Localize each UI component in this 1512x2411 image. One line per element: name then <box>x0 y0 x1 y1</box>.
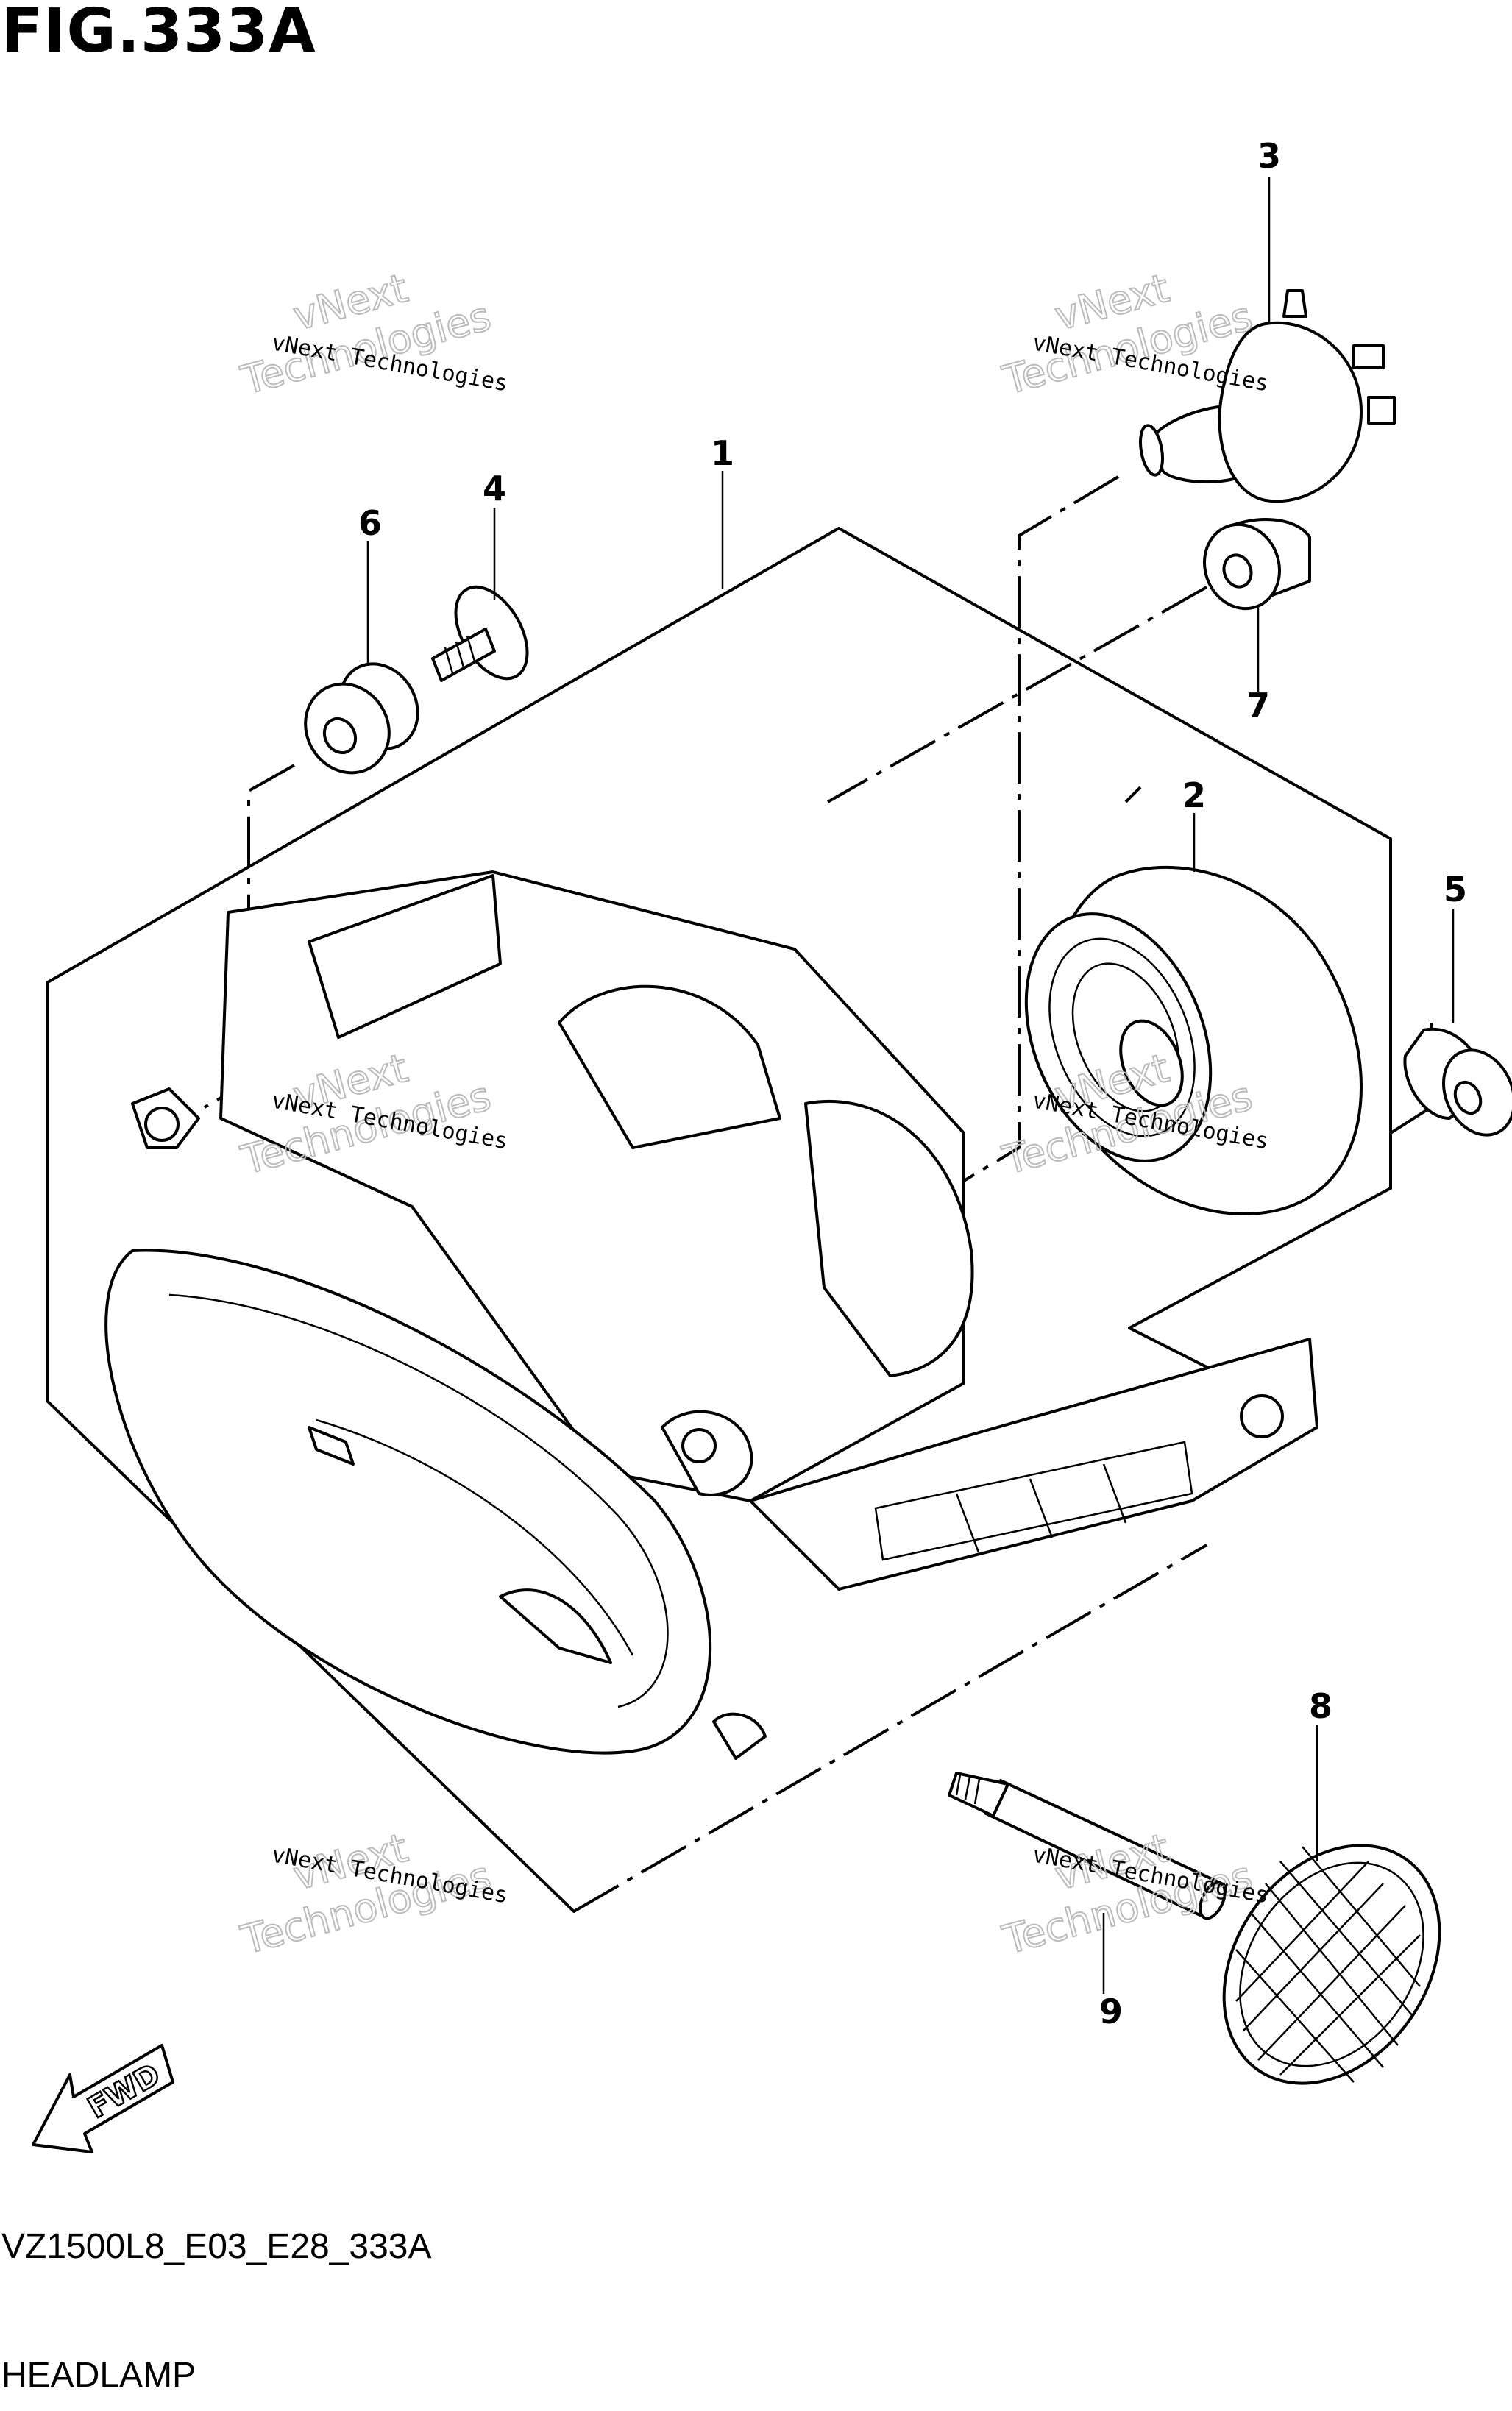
diagram-code: VZ1500L8_E03_E28_333A <box>1 2227 432 2266</box>
diagram-subtitle: HEADLAMP <box>1 2356 196 2395</box>
headlamp-body <box>104 870 1318 1760</box>
part-7-bushing <box>1202 518 1311 611</box>
assembly-outline <box>46 527 1392 1913</box>
callout-5: 5 <box>1444 870 1467 909</box>
callout-6: 6 <box>358 503 382 543</box>
part-8-reflector <box>1222 1844 1441 2085</box>
callout-9: 9 <box>1099 1992 1123 2031</box>
callout-4: 4 <box>483 469 506 508</box>
part-2-rubber-cap <box>1024 865 1363 1215</box>
callout-1: 1 <box>711 433 734 473</box>
part-5-grommet <box>1403 1027 1512 1137</box>
callout-leaders <box>366 177 1455 1994</box>
part-4-screw <box>431 585 529 682</box>
part-9-stud-pin <box>948 1772 1227 1920</box>
callout-2: 2 <box>1182 775 1206 815</box>
fwd-arrow-icon: FWD <box>32 2044 174 2153</box>
part-6-grommet <box>304 662 419 775</box>
figure-title: FIG.333A <box>1 0 316 66</box>
callout-8: 8 <box>1309 1686 1332 1726</box>
callout-3: 3 <box>1257 136 1281 176</box>
part-3-bulb <box>1139 289 1396 503</box>
callout-numbers: 1 2 3 4 5 6 7 8 9 <box>358 136 1467 2031</box>
callout-7: 7 <box>1246 686 1270 725</box>
